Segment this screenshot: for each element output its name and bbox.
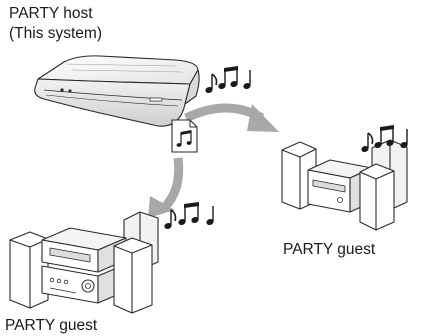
arrow-to-right-guest-icon [184, 103, 279, 132]
arrow-to-left-guest-icon [148, 157, 184, 218]
guest-right-device-icon [281, 139, 408, 231]
host-device-icon [34, 55, 200, 127]
guest-left-label: PARTY guest [5, 317, 98, 334]
guest-right-label: PARTY guest [283, 241, 376, 258]
host-label-line2: (This system) [9, 25, 102, 42]
music-notes-guest-left-icon [164, 202, 214, 230]
music-notes-guest-right-icon [361, 125, 408, 153]
guest-left-device-icon [9, 211, 159, 314]
music-notes-host-icon [205, 66, 251, 94]
host-label-line1: PARTY host [9, 5, 93, 22]
music-file-icon [171, 119, 198, 153]
